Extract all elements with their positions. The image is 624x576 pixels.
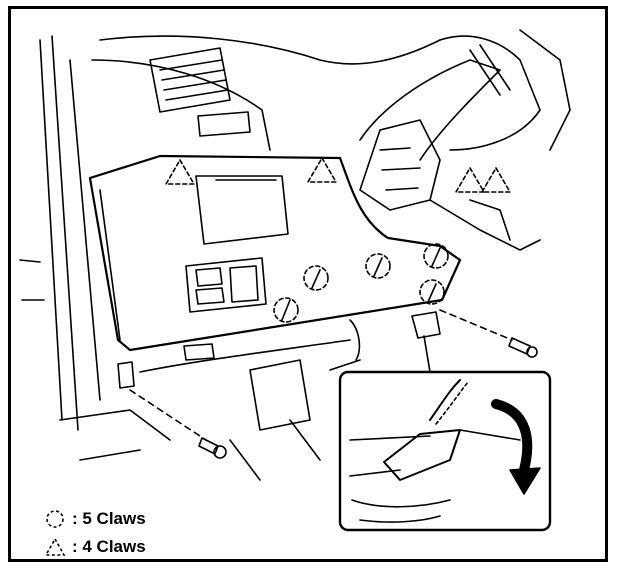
pillar-line	[39, 39, 63, 421]
dash-outline	[91, 59, 271, 151]
column-stalk	[469, 44, 511, 96]
switch-button	[229, 265, 259, 303]
legend-claws-circle: : 5 Claws	[44, 508, 146, 530]
storage-opening	[195, 175, 289, 245]
claw-marks	[281, 247, 441, 321]
bracket	[117, 361, 135, 389]
screw-left	[198, 437, 227, 459]
claw-circle	[423, 243, 449, 269]
claw-circle	[419, 279, 445, 305]
air-vent-louvers	[159, 59, 229, 101]
dashed-circle-icon	[46, 510, 64, 528]
screw-path-right	[439, 309, 513, 341]
wiring-harness	[429, 199, 541, 251]
screw-path-left	[129, 389, 207, 441]
rotate-down-arrow-icon	[491, 399, 533, 475]
lower-structure	[229, 359, 361, 481]
claw-triangle	[455, 167, 485, 193]
vent-slot	[197, 111, 251, 137]
pedal-bracket	[249, 359, 311, 431]
connector	[183, 343, 215, 361]
claw-triangle	[165, 159, 195, 185]
arrow-head-icon	[509, 467, 541, 495]
pillar-line	[51, 35, 79, 431]
claw-triangle	[481, 167, 511, 193]
callout-leader	[423, 335, 431, 373]
switch-button	[195, 267, 225, 305]
claw-triangle	[307, 157, 337, 183]
pillar-line	[69, 59, 101, 401]
detail-view	[349, 379, 521, 523]
lower-structure	[139, 339, 351, 373]
panel-clip	[411, 311, 441, 339]
dash-outline	[99, 35, 441, 65]
claw-circle	[303, 265, 329, 291]
legend-circle-label: : 5 Claws	[72, 509, 146, 528]
lower-structure	[349, 319, 361, 361]
column-cover	[359, 119, 441, 211]
cluster-outline	[519, 29, 571, 151]
lower-instrument-panel	[88, 154, 462, 352]
screw-right	[508, 337, 538, 358]
switch-block	[185, 257, 267, 313]
floor-lines	[59, 409, 171, 461]
steering-wheel	[439, 35, 541, 151]
panel-edge	[99, 189, 121, 341]
air-vent	[149, 47, 231, 113]
pillar-line	[19, 259, 45, 301]
dashed-triangle-icon	[44, 537, 66, 556]
steering-column	[359, 59, 501, 161]
legend-claws-triangle: : 4 Claws	[44, 536, 146, 558]
column-wiring	[379, 147, 421, 191]
detail-callout-box	[338, 370, 552, 532]
claw-circle	[365, 253, 391, 279]
claw-circle	[273, 297, 299, 323]
legend-triangle-label: : 4 Claws	[72, 537, 146, 556]
